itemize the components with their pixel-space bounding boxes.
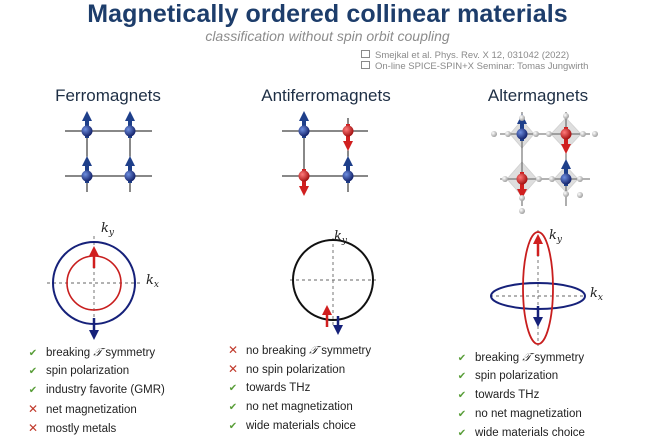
list-item: no net magnetization: [226, 398, 371, 417]
atom: [298, 170, 310, 182]
list-item: towards THz: [455, 386, 585, 405]
altermagnet-properties: breaking 𝒯 symmetry spin polarization to…: [455, 348, 585, 443]
check-icon: [455, 367, 469, 386]
list-item: breaking 𝒯 symmetry: [26, 343, 165, 362]
antiferromagnet-properties: no breaking 𝒯 symmetry no spin polarizat…: [226, 341, 371, 436]
reference-2-text: On-line SPICE-SPIN+X Seminar: Tomas Jung…: [375, 61, 589, 72]
ky-label: ky: [101, 221, 115, 238]
reference-1-text: Smejkal et al. Phys. Rev. X 12, 031042 (…: [375, 50, 570, 61]
kx-label: kx: [590, 286, 603, 303]
spin-down-arrow: [533, 306, 543, 327]
spin-down-arrow: [89, 318, 99, 340]
spin-up-arrow: [89, 246, 99, 268]
check-icon: [226, 417, 240, 436]
list-item: net magnetization: [26, 400, 165, 419]
column-title-ferromagnets: Ferromagnets: [55, 86, 161, 105]
check-icon: [26, 362, 40, 381]
list-item: wide materials choice: [226, 417, 371, 436]
list-item: no net magnetization: [455, 405, 585, 424]
atom: [560, 173, 572, 185]
list-item: no breaking 𝒯 symmetry: [226, 341, 371, 360]
antiferromagnet-lattice: [282, 111, 368, 196]
column-title-antiferromagnets: Antiferromagnets: [261, 86, 391, 105]
reference-icon: [361, 61, 370, 70]
altermagnet-lattice: [491, 112, 598, 214]
atom: [81, 125, 93, 137]
check-icon: [455, 424, 469, 443]
check-icon: [226, 379, 240, 398]
spin-down-arrow: [333, 316, 343, 335]
atom: [124, 170, 136, 182]
kx-label: kx: [146, 273, 159, 290]
ferromagnet-lattice: [65, 111, 152, 192]
column-title-altermagnets: Altermagnets: [487, 86, 589, 105]
cross-icon: [26, 400, 40, 419]
ligand-atoms: [491, 113, 598, 214]
list-item: industry favorite (GMR): [26, 381, 165, 400]
reference-icon: [361, 50, 370, 59]
list-item: breaking 𝒯 symmetry: [455, 348, 585, 367]
antiferromagnet-fermi-surface: [290, 238, 376, 335]
list-item: wide materials choice: [455, 424, 585, 443]
atom: [516, 128, 528, 140]
check-icon: [226, 398, 240, 417]
reference-2: On-line SPICE-SPIN+X Seminar: Tomas Jung…: [361, 61, 588, 72]
atom: [81, 170, 93, 182]
ferromagnet-fermi-surface: [47, 236, 140, 340]
cross-icon: [226, 341, 240, 360]
slide-subtitle: classification without spin orbit coupli…: [205, 28, 450, 44]
atom: [342, 170, 354, 182]
list-item: no spin polarization: [226, 360, 371, 379]
check-icon: [26, 381, 40, 400]
cross-icon: [226, 360, 240, 379]
ky-label: ky: [549, 228, 563, 245]
spin-up-arrow: [322, 305, 332, 327]
ky-label: ky: [334, 229, 348, 246]
cross-icon: [26, 419, 40, 438]
atom: [516, 173, 528, 185]
atom: [560, 128, 572, 140]
check-icon: [455, 349, 469, 368]
list-item: mostly metals: [26, 419, 165, 438]
list-item: towards THz: [226, 379, 371, 398]
list-item: spin polarization: [455, 367, 585, 386]
atom: [124, 125, 136, 137]
list-item: spin polarization: [26, 362, 165, 381]
ferromagnet-properties: breaking 𝒯 symmetry spin polarization in…: [26, 343, 165, 438]
check-icon: [455, 386, 469, 405]
check-icon: [26, 344, 40, 363]
spin-up-arrow: [533, 234, 543, 256]
atom: [342, 125, 354, 137]
altermagnet-fermi-surface: [490, 230, 586, 346]
reference-1: Smejkal et al. Phys. Rev. X 12, 031042 (…: [361, 50, 569, 61]
check-icon: [455, 405, 469, 424]
atom: [298, 125, 310, 137]
slide-title: Magnetically ordered collinear materials: [87, 0, 568, 28]
